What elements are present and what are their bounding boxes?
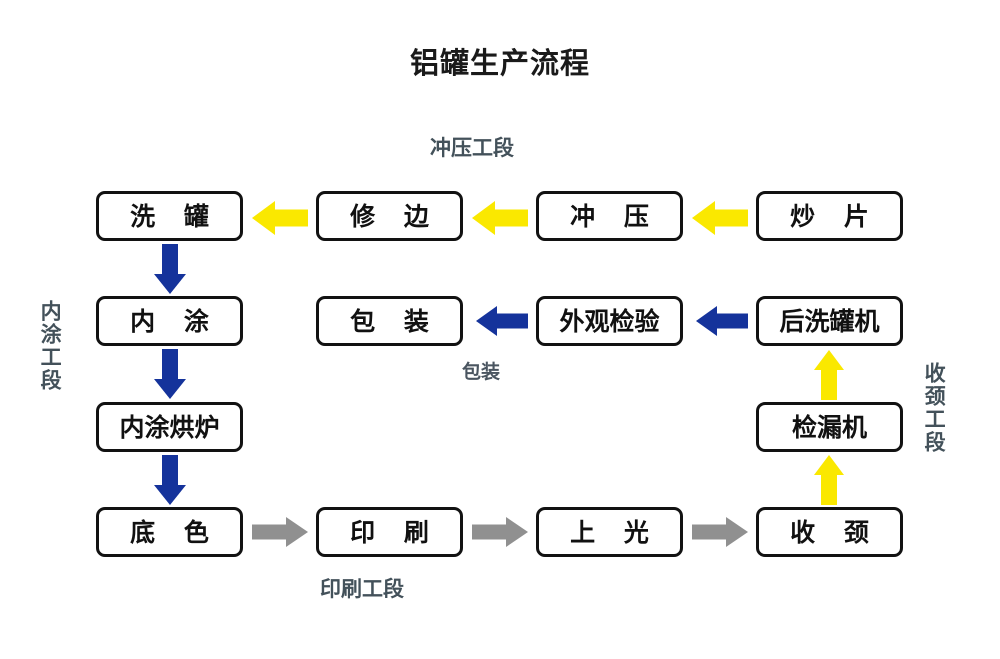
- node-nei-tu[interactable]: 内 涂: [96, 296, 243, 346]
- arrow-xi-guan-to-nei-tu: [152, 244, 188, 294]
- node-xiu-bian[interactable]: 修 边: [316, 191, 463, 241]
- node-hou-xi-guan-ji[interactable]: 后洗罐机: [756, 296, 903, 346]
- arrow-jian-lou-ji-to-hou-xi-guan-ji: [811, 350, 847, 400]
- node-chong-ya[interactable]: 冲 压: [536, 191, 683, 241]
- arrow-shang-guang-to-shou-jing: [692, 517, 748, 547]
- node-shou-jing[interactable]: 收 颈: [756, 507, 903, 557]
- arrow-chao-pian-to-chong-ya: [692, 201, 748, 235]
- node-wai-guan-jian-yan[interactable]: 外观检验: [536, 296, 683, 346]
- node-yin-shua[interactable]: 印 刷: [316, 507, 463, 557]
- node-bao-zhuang[interactable]: 包 装: [316, 296, 463, 346]
- node-xi-guan[interactable]: 洗 罐: [96, 191, 243, 241]
- stage-label-printing: 印刷工段: [320, 577, 404, 601]
- node-di-se[interactable]: 底 色: [96, 507, 243, 557]
- stage-label-stamping: 冲压工段: [430, 136, 514, 160]
- arrow-shou-jing-to-jian-lou-ji: [811, 455, 847, 505]
- arrow-nei-tu-hong-lu-to-di-se: [152, 455, 188, 505]
- arrow-hou-xi-guan-ji-to-wai-guan-jian-yan: [696, 306, 748, 336]
- arrow-chong-ya-to-xiu-bian: [472, 201, 528, 235]
- stage-label-inner-coating: 内涂工段: [38, 300, 63, 392]
- stage-label-necking: 收颈工段: [922, 362, 947, 454]
- node-shang-guang[interactable]: 上 光: [536, 507, 683, 557]
- page-title: 铝罐生产流程: [409, 46, 590, 80]
- arrow-xiu-bian-to-xi-guan: [252, 201, 308, 235]
- node-chao-pian[interactable]: 炒 片: [756, 191, 903, 241]
- arrow-yin-shua-to-shang-guang: [472, 517, 528, 547]
- stage-label-packaging: 包装: [462, 361, 501, 383]
- node-jian-lou-ji[interactable]: 检漏机: [756, 402, 903, 452]
- arrow-di-se-to-yin-shua: [252, 517, 308, 547]
- node-nei-tu-hong-lu[interactable]: 内涂烘炉: [96, 402, 243, 452]
- arrow-wai-guan-jian-yan-to-bao-zhuang: [476, 306, 528, 336]
- arrow-nei-tu-to-nei-tu-hong-lu: [152, 349, 188, 399]
